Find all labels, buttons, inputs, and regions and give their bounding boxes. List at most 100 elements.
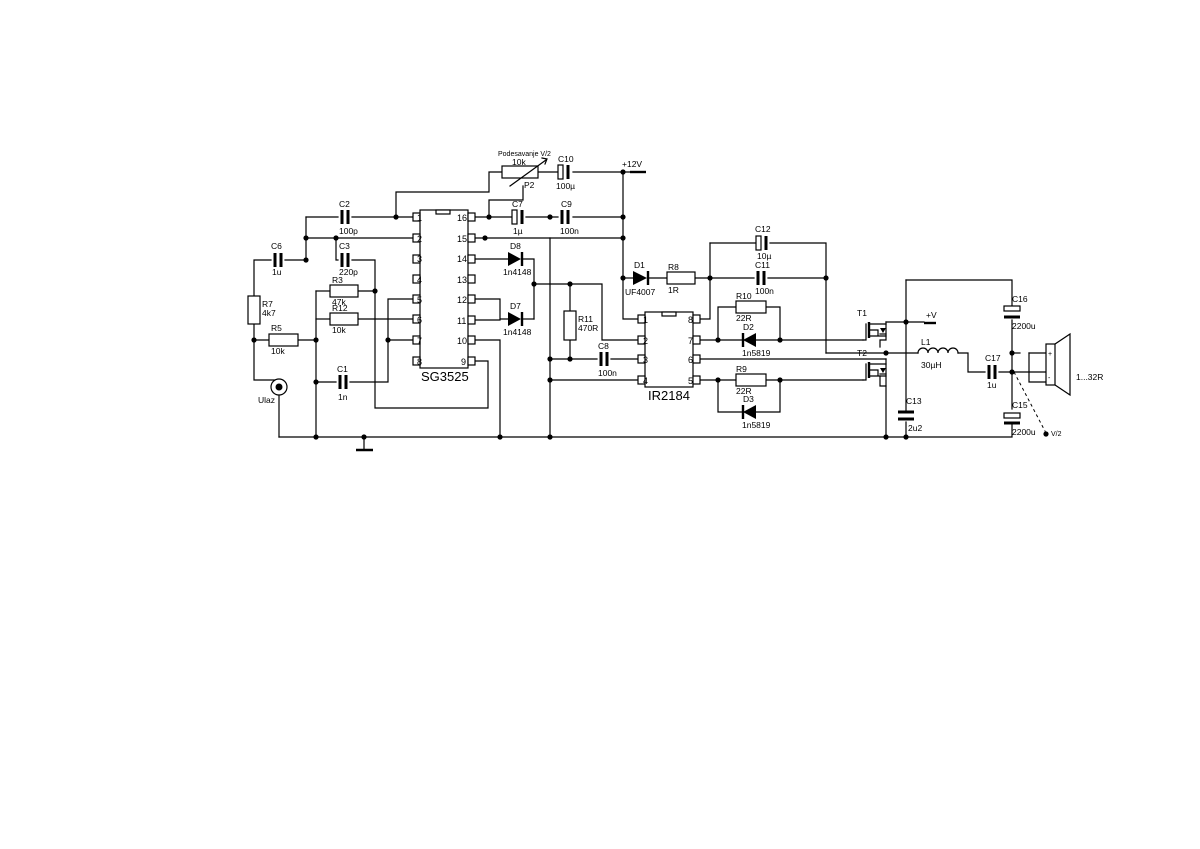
ic-notch xyxy=(435,209,451,215)
junction xyxy=(620,235,626,241)
capacitor-c12: C12 10µ xyxy=(755,224,771,261)
wires xyxy=(253,170,1047,452)
resistor-r3: R3 47k xyxy=(329,275,359,307)
diode-d2: D2 1n5819 xyxy=(741,322,771,358)
pin-box xyxy=(467,233,476,243)
pin-box xyxy=(467,335,476,345)
junction xyxy=(620,169,626,175)
part-value: 10k xyxy=(332,325,346,335)
capacitor-c17: C17 1u xyxy=(985,353,1001,390)
part-ref: R7 xyxy=(262,299,273,309)
part-ref: C13 xyxy=(906,396,922,406)
junction xyxy=(777,337,783,343)
ic-pins-left xyxy=(412,212,421,366)
pin-number: 4 xyxy=(643,376,648,386)
capacitor-c2: C2 100p xyxy=(339,199,358,236)
junction xyxy=(1043,431,1049,437)
junction xyxy=(1009,350,1015,356)
part-value: 22R xyxy=(736,313,752,323)
junction xyxy=(903,319,909,325)
pin-box xyxy=(467,294,476,304)
capacitor-c8: C8 100n xyxy=(598,341,617,378)
part-value: 30µH xyxy=(921,360,942,370)
part-ref: C8 xyxy=(598,341,609,351)
junction xyxy=(777,377,783,383)
pin-box xyxy=(692,335,701,345)
diode-d1: D1 UF4007 xyxy=(625,260,656,297)
junction xyxy=(313,434,319,440)
junction xyxy=(883,434,889,440)
half-v-label: V/2 xyxy=(1051,431,1062,438)
capacitor-c13: C13 2u2 xyxy=(898,396,922,433)
part-value: 100n xyxy=(598,368,617,378)
supply-12v-label: +12V xyxy=(622,159,642,169)
part-value: 4k7 xyxy=(262,308,276,318)
pin-number: 2 xyxy=(643,336,648,346)
pin-number: 7 xyxy=(688,336,693,346)
part-value: 100n xyxy=(755,286,774,296)
part-ref: C6 xyxy=(271,241,282,251)
junction xyxy=(303,257,309,263)
part-value: 1n4148 xyxy=(503,267,532,277)
pin-number: 1 xyxy=(417,213,422,223)
pin-number: 7 xyxy=(417,336,422,346)
junction xyxy=(547,214,553,220)
part-value: 470R xyxy=(578,323,598,333)
part-value: 1µ xyxy=(513,226,523,236)
capacitor-c15: C15 2200u xyxy=(1003,400,1036,437)
part-value: 100µ xyxy=(556,181,575,191)
junction xyxy=(361,434,367,440)
potentiometer-p2: Podesavanje V/2 10k P2 xyxy=(498,151,551,190)
speaker: + - 1...32R V/2 xyxy=(1045,332,1103,438)
junction xyxy=(620,214,626,220)
trim-note: Podesavanje V/2 xyxy=(498,151,551,158)
pin-number: 11 xyxy=(457,316,466,326)
part-value: 1R xyxy=(668,285,679,295)
part-ref: C7 xyxy=(512,199,523,209)
diode-d7: D7 1n4148 xyxy=(503,301,532,337)
part-value: 220p xyxy=(339,267,358,277)
supply-v-label: +V xyxy=(926,310,937,320)
junction xyxy=(372,288,378,294)
capacitor-c11: C11 100n xyxy=(755,260,774,296)
resistor-r7: R7 4k7 xyxy=(247,295,276,325)
junction xyxy=(313,337,319,343)
part-ref: R10 xyxy=(736,291,752,301)
input-label: Ulaz xyxy=(258,395,275,405)
part-value: 2u2 xyxy=(908,423,922,433)
part-ref: C15 xyxy=(1012,400,1028,410)
pin-number: 3 xyxy=(643,355,648,365)
junction xyxy=(393,214,399,220)
junction xyxy=(497,434,503,440)
pin-box xyxy=(412,314,421,324)
pin-number: 5 xyxy=(688,376,693,386)
junction xyxy=(567,281,573,287)
junction xyxy=(251,337,257,343)
part-ref: R11 xyxy=(578,314,593,324)
pin-number: 8 xyxy=(417,357,422,367)
junction xyxy=(715,377,721,383)
capacitor-c10: C10 100µ xyxy=(556,154,575,191)
pin-box xyxy=(467,274,476,284)
pin-number: 6 xyxy=(417,315,422,325)
junction xyxy=(531,281,537,287)
electrolytic-capacitors: C7 1µ C10 100µ C12 10µ C16 2200u C15 xyxy=(511,154,1036,437)
pin-number: 14 xyxy=(457,254,467,264)
junction xyxy=(313,379,319,385)
junction xyxy=(547,377,553,383)
pin-number: 16 xyxy=(457,213,467,223)
junction xyxy=(883,350,889,356)
part-ref: D1 xyxy=(634,260,645,270)
junction xyxy=(620,275,626,281)
part-ref: C11 xyxy=(755,260,770,270)
mosfet-t1: T1 xyxy=(857,308,887,348)
junction xyxy=(547,434,553,440)
capacitor-c3: C3 220p xyxy=(339,241,358,277)
junction xyxy=(486,214,492,220)
part-value: 2200u xyxy=(1012,321,1036,331)
pin-number: 3 xyxy=(417,254,422,264)
pin-box xyxy=(637,354,646,364)
part-ref: P2 xyxy=(524,180,535,190)
part-value: 100n xyxy=(560,226,579,236)
part-value: 1n4148 xyxy=(503,327,532,337)
